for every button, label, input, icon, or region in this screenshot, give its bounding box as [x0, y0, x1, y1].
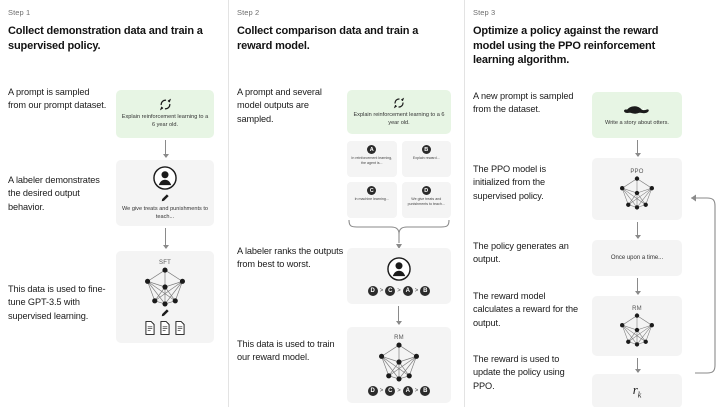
arrow-2b: [395, 306, 402, 325]
rank-badge-4: B: [420, 286, 431, 296]
output-card-a[interactable]: A In reinforcement learning, the agent i…: [347, 141, 397, 177]
output-card-c[interactable]: C In machine learning...: [347, 182, 397, 218]
step-1-column: Step 1 Collect demonstration data and tr…: [0, 0, 228, 407]
rm-rank-sep-2: >: [397, 387, 401, 394]
step-1-title: Collect demonstration data and train a s…: [8, 25, 203, 52]
step-3-prompt-box[interactable]: Write a story about otters.: [592, 92, 682, 138]
output-text-c: In machine learning...: [354, 197, 389, 201]
rank-sep-2: >: [397, 288, 401, 294]
arrow-3c: [634, 278, 641, 295]
output-card-b[interactable]: B Explain reward...: [401, 141, 451, 177]
output-card-d[interactable]: D We give treats and punishments to teac…: [401, 182, 451, 218]
output-letter-a: A: [367, 145, 377, 154]
step-3-rm-label: RM: [632, 305, 642, 312]
rm-rank-badge-2: C: [385, 385, 396, 396]
neural-network-icon: [373, 342, 425, 382]
rank-sep-1: >: [379, 288, 384, 294]
refresh-circle-icon: [159, 98, 172, 111]
rank-badge-3: A: [402, 286, 413, 296]
rm-rank-badge-4: B: [420, 385, 431, 396]
rm-rank-sep-3: >: [414, 387, 419, 394]
step-1-caption-3: This data is used to fine-tune GPT-3.5 w…: [8, 284, 106, 321]
step-2-prompt-box[interactable]: Explain reinforcement learning to a 6 ye…: [347, 90, 451, 134]
neural-network-icon: [139, 267, 191, 307]
rm-rank-sep-1: >: [379, 387, 384, 394]
arrow-1a: [162, 140, 169, 158]
step-1-caption-2: A labeler demonstrates the desired outpu…: [8, 175, 100, 212]
step-2-rm-ranking-row: D > C > A > B: [367, 385, 431, 396]
document-icon-group: [144, 320, 186, 335]
step-3-output-text: Once upon a time...: [610, 254, 664, 261]
arrow-3a: [634, 140, 641, 157]
output-letter-b: B: [421, 145, 431, 154]
step-3-prompt-text: Write a story about otters.: [605, 119, 669, 126]
step-2-ranking-row: D > C > A > B: [367, 286, 431, 296]
output-text-d: We give treats and punishments to teach.…: [407, 197, 445, 206]
document-icon: [175, 320, 185, 335]
rm-rank-badge-3: A: [402, 385, 413, 396]
output-letter-c: C: [367, 186, 377, 195]
step-2-labeler-box[interactable]: D > C > A > B: [347, 248, 451, 304]
rank-sep-3: >: [414, 288, 419, 294]
step-3-ppo-label: PPO: [630, 168, 644, 175]
step-3-reward-box[interactable]: rk: [592, 374, 682, 407]
step-2-rm-label: RM: [394, 334, 404, 341]
arrow-3b: [634, 222, 641, 239]
step-3-kicker: Step 3: [473, 8, 496, 17]
step-3-caption-1: A new prompt is sampled from the dataset…: [473, 91, 574, 115]
step-2-caption-1: A prompt and several model outputs are s…: [237, 87, 322, 124]
document-icon: [160, 320, 170, 335]
neural-network-icon: [615, 175, 659, 210]
step-3-title: Optimize a policy against the reward mod…: [473, 25, 659, 67]
output-text-a: In reinforcement learning, the agent is.…: [351, 156, 393, 165]
output-letter-d: D: [421, 186, 431, 195]
step-3-ppo-box[interactable]: PPO: [592, 158, 682, 220]
document-icon: [145, 320, 155, 335]
rank-badge-1: D: [367, 286, 378, 296]
step-2-title: Collect comparison data and train a rewa…: [237, 25, 419, 52]
ppo-feedback-loop-arrow: [681, 178, 719, 393]
step-2-caption-3: This data is used to train our reward mo…: [237, 339, 335, 363]
step-1-labeler-box[interactable]: We give treats and punishments to teach.…: [116, 160, 214, 226]
step-3-column: Step 3 Optimize a policy against the rew…: [464, 0, 720, 407]
step-1-prompt-text: Explain reinforcement learning to a 6 ye…: [121, 114, 209, 128]
step-1-caption-1: A prompt is sampled from our prompt data…: [8, 87, 107, 111]
neural-network-icon: [615, 312, 659, 347]
step-2-kicker: Step 2: [237, 8, 260, 17]
rm-rank-badge-1: D: [367, 385, 378, 396]
output-text-b: Explain reward...: [412, 156, 440, 160]
step-2-output-grid: A In reinforcement learning, the agent i…: [347, 141, 451, 218]
otter-icon: [623, 103, 651, 117]
reward-symbol: rk: [632, 382, 642, 400]
step-3-rm-box[interactable]: RM: [592, 296, 682, 356]
arrow-3d: [634, 358, 641, 373]
pen-icon: [160, 193, 170, 203]
step-1-labeler-caption: We give treats and punishments to teach.…: [121, 205, 209, 220]
step-2-prompt-text: Explain reinforcement learning to a 6 ye…: [353, 111, 445, 126]
arrow-1b: [162, 228, 169, 249]
pen-icon: [160, 308, 170, 318]
labeler-avatar-icon: [152, 165, 178, 191]
step-2-column: Step 2 Collect comparison data and train…: [228, 0, 464, 407]
rank-badge-2: C: [385, 286, 396, 296]
brace-connector: [347, 218, 451, 249]
step-1-kicker: Step 1: [8, 8, 31, 17]
step-3-output-box[interactable]: Once upon a time...: [592, 240, 682, 276]
step-2-rm-box[interactable]: RM: [347, 327, 451, 403]
step-3-caption-4: The reward model calculates a reward for…: [473, 291, 579, 328]
refresh-circle-icon: [393, 97, 405, 109]
labeler-avatar-icon: [386, 256, 412, 282]
step-1-sft-label: SFT: [159, 259, 171, 266]
step-1-prompt-box[interactable]: Explain reinforcement learning to a 6 ye…: [116, 90, 214, 138]
step-3-caption-3: The policy generates an output.: [473, 241, 569, 265]
step-1-sft-box[interactable]: SFT: [116, 251, 214, 343]
step-2-caption-2: A labeler ranks the outputs from best to…: [237, 246, 344, 270]
step-3-caption-2: The PPO model is initialized from the su…: [473, 164, 546, 201]
step-3-caption-5: The reward is used to update the policy …: [473, 354, 565, 391]
